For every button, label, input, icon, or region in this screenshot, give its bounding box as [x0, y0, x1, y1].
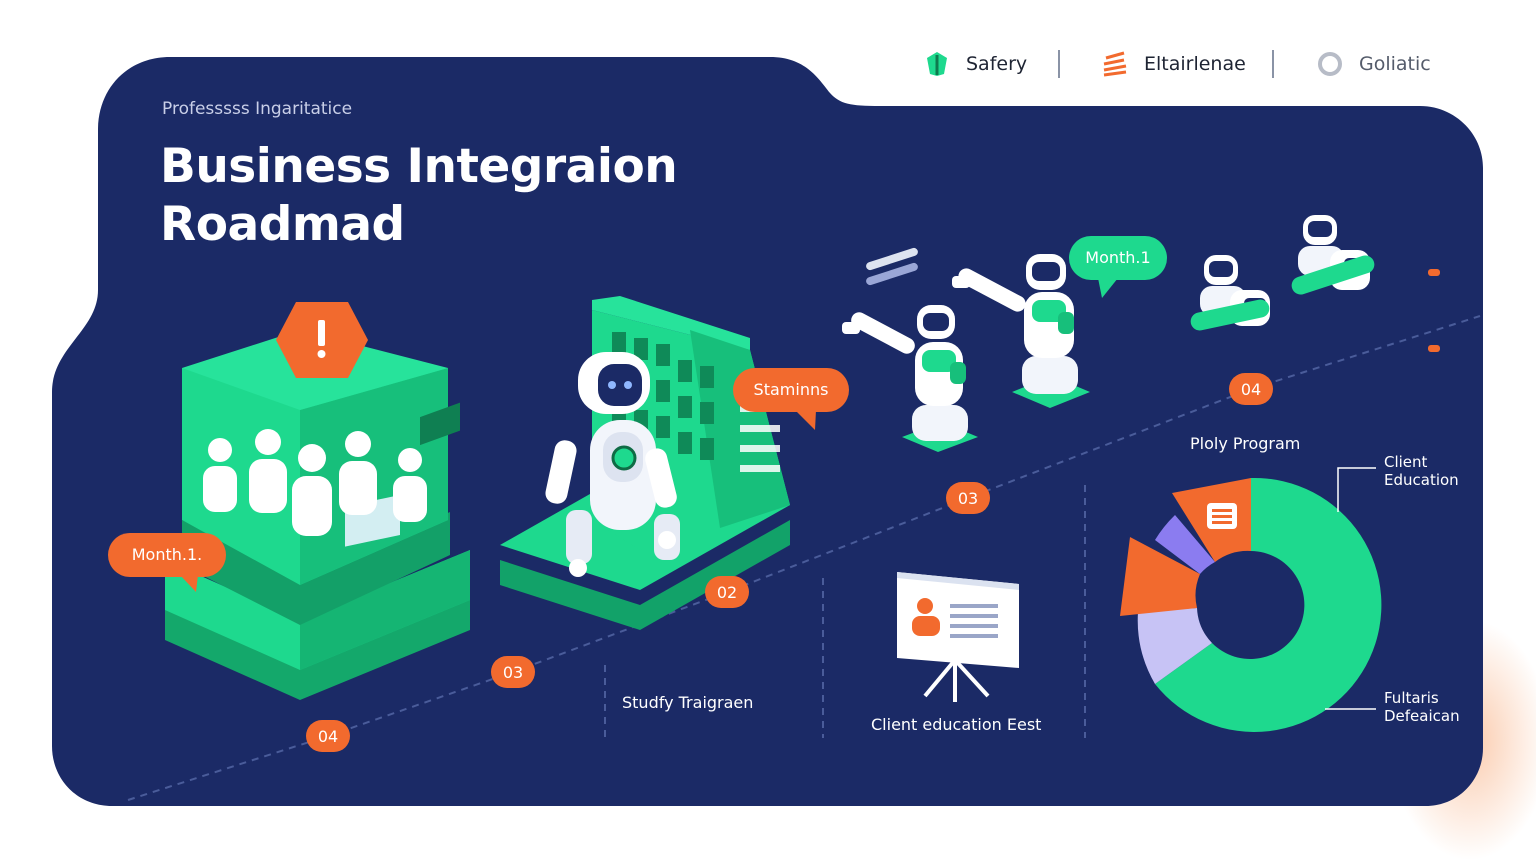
- timeline-badge: 03: [502, 663, 524, 682]
- orange-dot: [1428, 269, 1440, 276]
- leader-line-top: [1337, 467, 1376, 512]
- timeline-badge: 03: [957, 489, 979, 508]
- timeline-badge: 02: [716, 583, 738, 602]
- month-callout-top-label: Month.1: [1085, 248, 1151, 267]
- eyebrow-text: Professsss Ingaritatice: [162, 99, 353, 119]
- timeline-badge: 04: [317, 727, 339, 746]
- nav-item-goliatic[interactable]: Goliatic: [1315, 44, 1431, 84]
- donut-label-bottom: Fultaris Defeaican: [1384, 689, 1460, 725]
- pilot-program-label: Ploly Program: [1190, 434, 1301, 453]
- robot-building-icon: [500, 296, 790, 630]
- month-callout-left-label: Month.1.: [131, 545, 203, 564]
- donut-label-top-line2: Education: [1384, 471, 1459, 489]
- donut-chart: [1120, 477, 1382, 732]
- stamina-callout-label: Staminns: [753, 380, 829, 399]
- nav-separator: [1272, 50, 1274, 78]
- orange-dot: [1428, 345, 1440, 352]
- donut-label-bottom-line2: Defeaican: [1384, 707, 1460, 725]
- month-callout-left: [108, 533, 226, 592]
- title-line-2: Roadmad: [160, 197, 405, 252]
- stamina-callout: [733, 368, 849, 430]
- nav-item-eltairlenae[interactable]: Eltairlenae: [1100, 44, 1246, 84]
- donut-slice-lavender: [1137, 608, 1212, 684]
- ring-icon: [1318, 52, 1342, 76]
- donut-slice-green: [1155, 477, 1382, 732]
- month-callout-top: [1069, 236, 1167, 298]
- donut-label-bottom-line1: Fultaris: [1384, 689, 1439, 707]
- team-building-icon: [165, 302, 470, 700]
- floating-bars-icon: [866, 247, 918, 286]
- nav-separator: [1058, 50, 1060, 78]
- robot-top-icon: [952, 254, 1090, 408]
- nav-label-safety: Safery: [966, 53, 1028, 75]
- donut-label-top-line1: Client: [1384, 453, 1428, 471]
- nav-item-safety[interactable]: Safery: [922, 44, 1027, 84]
- robot-mid-icon: [842, 305, 978, 452]
- page-title: Business Integraion Roadmad: [160, 138, 678, 254]
- donut-label-top: Client Education: [1384, 453, 1459, 489]
- shield-leaf-icon: [927, 52, 947, 76]
- presentation-board-icon: [897, 572, 1019, 702]
- nav-label-goliatic: Goliatic: [1359, 53, 1431, 75]
- donut-slice-purple: [1155, 515, 1215, 574]
- nav-label-eltairlenae: Eltairlenae: [1144, 53, 1246, 75]
- robot-far-left-icon: [1190, 255, 1270, 331]
- robot-far-right-icon: [1291, 215, 1375, 295]
- title-line-1: Business Integraion: [160, 139, 678, 194]
- client-education-label: Client education Eest: [871, 715, 1042, 734]
- timeline-badge: 04: [1240, 380, 1262, 399]
- timeline-badges: [306, 373, 1273, 752]
- stacked-layers-icon: [1103, 51, 1127, 77]
- study-training-label: Studfy Traigraen: [622, 693, 754, 712]
- donut-slice-orange-left: [1120, 537, 1200, 616]
